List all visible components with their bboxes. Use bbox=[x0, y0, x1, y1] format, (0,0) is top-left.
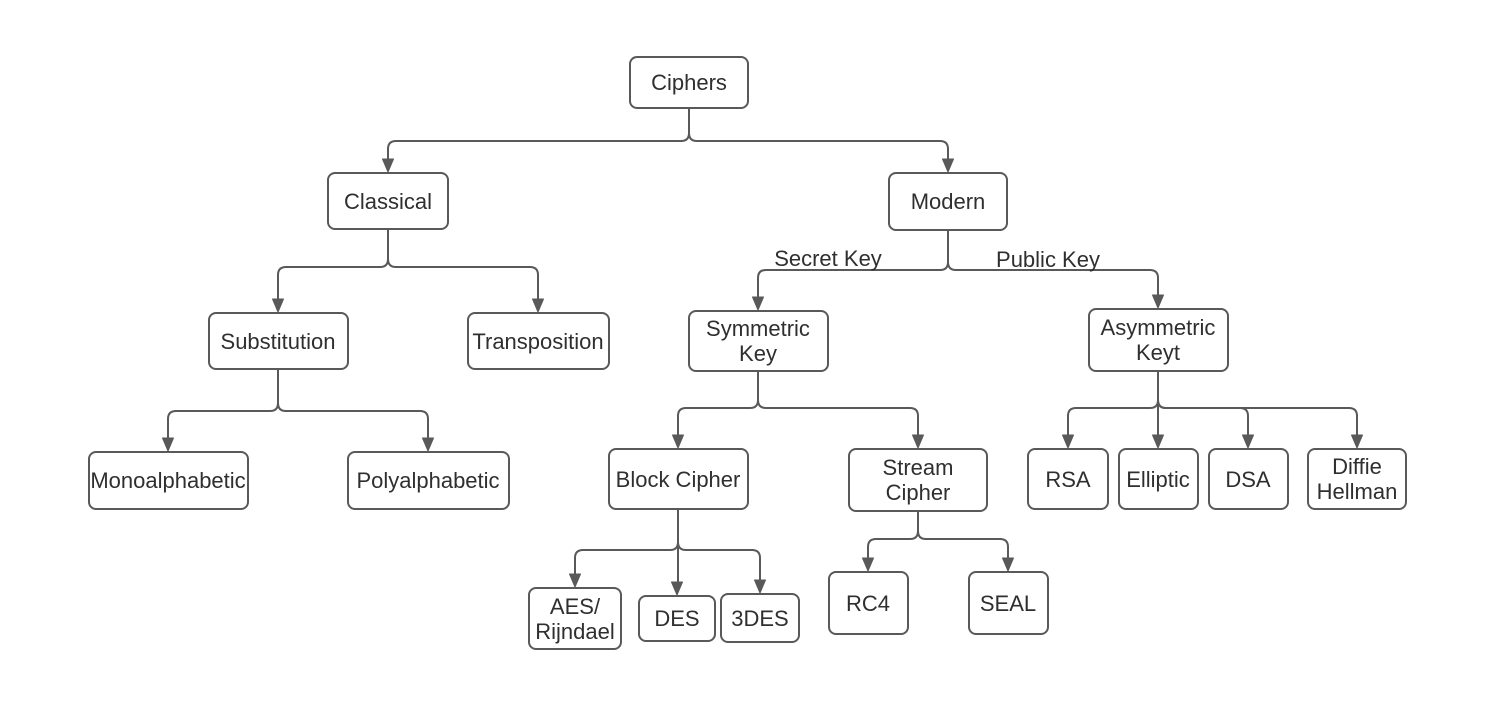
node-label: RSA bbox=[1045, 466, 1091, 492]
node-asymmetric-key: Asymmetric Keyt bbox=[1087, 308, 1229, 372]
node-polyalphabetic: Polyalphabetic bbox=[346, 451, 510, 510]
arrowhead-seal bbox=[1002, 557, 1014, 572]
edge-label-public-key: Public Key bbox=[996, 247, 1100, 272]
node-label: Stream Cipher bbox=[882, 455, 954, 505]
edge-stream-cipher-seal bbox=[917, 511, 1009, 560]
edge-label-secret-key: Secret Key bbox=[774, 246, 882, 271]
node-label: SEAL bbox=[979, 590, 1037, 616]
node-label: AES/ Rijndael bbox=[535, 593, 615, 644]
edge-stream-cipher-rc4 bbox=[867, 511, 919, 560]
edge-ciphers-modern bbox=[688, 108, 949, 161]
node-label: Modern bbox=[910, 189, 986, 214]
arrowhead-3des bbox=[754, 579, 766, 594]
node-ciphers: Ciphers bbox=[629, 56, 749, 109]
edge-symmetric-key-stream-cipher bbox=[757, 371, 919, 437]
edge-asymmetric-key-dsa bbox=[1157, 371, 1249, 437]
node-stream-cipher: Stream Cipher bbox=[848, 448, 988, 512]
node-transposition: Transposition bbox=[466, 312, 610, 370]
arrowhead-aes-rijndael bbox=[569, 573, 581, 588]
arrowhead-polyalphabetic bbox=[422, 437, 434, 452]
node-label: Symmetric Key bbox=[706, 316, 810, 366]
node-label: RC4 bbox=[845, 590, 890, 616]
node-rc4: RC4 bbox=[827, 571, 909, 635]
edge-block-cipher-aes-rijndael bbox=[574, 509, 679, 576]
arrowhead-dsa bbox=[1242, 434, 1254, 449]
edge-classical-substitution bbox=[277, 229, 389, 301]
edge-substitution-monoalphabetic bbox=[167, 369, 279, 440]
arrowhead-asymmetric-key bbox=[1152, 294, 1164, 309]
arrowhead-diffie-hellman bbox=[1351, 434, 1363, 449]
arrowhead-monoalphabetic bbox=[162, 437, 174, 452]
node-label: Asymmetric Keyt bbox=[1100, 315, 1216, 365]
node-aes-rijndael: AES/ Rijndael bbox=[528, 587, 622, 650]
edge-modern-asymmetric-key bbox=[947, 230, 1159, 297]
edge-symmetric-key-block-cipher bbox=[677, 371, 759, 437]
node-label: Substitution bbox=[220, 328, 336, 354]
node-des: DES bbox=[638, 595, 716, 642]
arrowhead-block-cipher bbox=[672, 434, 684, 449]
node-3des: 3DES bbox=[720, 593, 800, 643]
node-diffie-hellman: Diffie Hellman bbox=[1307, 448, 1407, 510]
edge-ciphers-classical bbox=[387, 108, 690, 161]
node-label: Transposition bbox=[472, 328, 604, 354]
node-elliptic: Elliptic bbox=[1117, 448, 1199, 510]
node-label: Diffie Hellman bbox=[1316, 454, 1398, 504]
node-monoalphabetic: Monoalphabetic bbox=[87, 451, 249, 510]
node-classical: Classical bbox=[327, 172, 449, 230]
edge-classical-transposition bbox=[387, 229, 539, 301]
node-modern: Modern bbox=[888, 172, 1008, 231]
arrowhead-rsa bbox=[1062, 434, 1074, 449]
edge-asymmetric-key-rsa bbox=[1067, 371, 1159, 437]
node-label: Monoalphabetic bbox=[90, 468, 246, 493]
arrowhead-des bbox=[671, 581, 683, 596]
arrowhead-symmetric-key bbox=[752, 296, 764, 311]
node-dsa: DSA bbox=[1207, 448, 1289, 510]
arrowhead-transposition bbox=[532, 298, 544, 313]
node-label: DES bbox=[654, 606, 700, 631]
arrowhead-rc4 bbox=[862, 557, 874, 572]
node-substitution: Substitution bbox=[207, 312, 349, 370]
node-label: Block Cipher bbox=[615, 466, 741, 492]
arrowhead-classical bbox=[382, 158, 394, 173]
arrowhead-elliptic bbox=[1152, 434, 1164, 449]
node-label: DSA bbox=[1225, 466, 1271, 492]
edge-block-cipher-3des bbox=[677, 509, 761, 582]
node-rsa: RSA bbox=[1027, 448, 1109, 510]
node-label: Classical bbox=[343, 188, 433, 214]
node-label: Elliptic bbox=[1126, 466, 1190, 492]
node-label: Ciphers bbox=[651, 70, 727, 95]
edge-asymmetric-key-diffie-hellman bbox=[1157, 371, 1358, 437]
node-label: 3DES bbox=[731, 605, 789, 631]
arrowhead-substitution bbox=[272, 298, 284, 313]
arrowhead-modern bbox=[942, 158, 954, 173]
edge-substitution-polyalphabetic bbox=[277, 369, 429, 440]
node-symmetric-key: Symmetric Key bbox=[687, 310, 829, 372]
node-block-cipher: Block Cipher bbox=[607, 448, 749, 510]
arrowhead-stream-cipher bbox=[912, 434, 924, 449]
node-label: Polyalphabetic bbox=[356, 468, 500, 493]
node-seal: SEAL bbox=[967, 571, 1049, 635]
